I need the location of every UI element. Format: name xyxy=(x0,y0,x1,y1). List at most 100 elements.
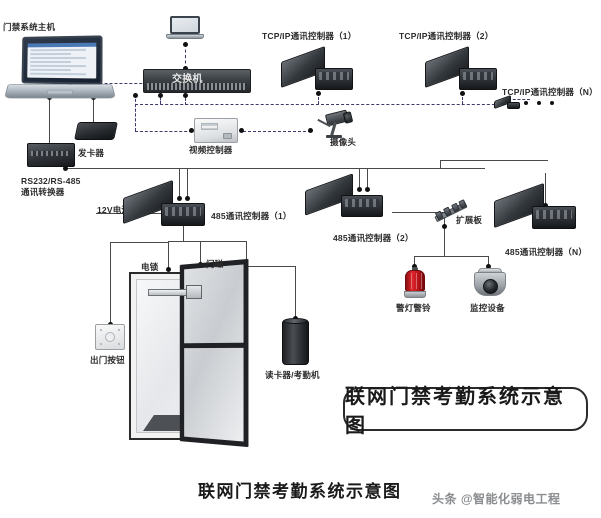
converter-terminals xyxy=(30,151,72,157)
controller-terminals xyxy=(345,198,379,208)
node-switch-out-b xyxy=(158,93,163,98)
controller-box xyxy=(341,195,383,217)
app-row xyxy=(30,68,71,72)
wire-to-magnet xyxy=(200,241,201,264)
network-switch xyxy=(143,69,251,93)
controller-box xyxy=(315,68,353,90)
app-row xyxy=(30,72,87,76)
node-video-out xyxy=(239,128,244,133)
node-c485-1-a xyxy=(177,196,182,201)
wire-to-lock xyxy=(168,241,169,269)
camera-mount-base xyxy=(326,135,342,138)
rs485-controller-2 xyxy=(305,173,383,220)
node-c485-2-a xyxy=(357,187,362,192)
bullet-camera xyxy=(312,109,354,142)
app-row xyxy=(30,60,71,64)
label-door-magnet: 门磁 xyxy=(206,259,224,269)
node-dome xyxy=(486,264,491,269)
alarm-rib xyxy=(411,273,412,289)
label-expansion-board: 扩展板 xyxy=(456,215,483,225)
node-c485-1-b xyxy=(185,196,190,201)
diagram-title-pill: 联网门禁考勤系统示意图 xyxy=(343,386,588,437)
tcpip-controller-2 xyxy=(425,44,497,94)
wire-video-to-camera xyxy=(243,131,311,132)
wire-c485-2-to-exp xyxy=(392,212,444,213)
wire-switch-drop-a xyxy=(160,94,161,104)
controller-terminals xyxy=(165,206,201,216)
camera-lens xyxy=(342,111,354,124)
tcpip-controller-n xyxy=(494,94,520,112)
app-titlebar xyxy=(27,42,97,48)
node-alarm xyxy=(412,264,417,269)
dome-lens xyxy=(483,279,498,294)
node-video-in xyxy=(189,128,194,133)
label-monitoring-device: 监控设备 xyxy=(470,303,505,313)
tcpip-controller-1 xyxy=(281,44,353,94)
wire-host-to-switch xyxy=(70,83,162,84)
alarm-base xyxy=(404,291,426,298)
video-controller xyxy=(194,118,238,143)
wire-to-video-controller xyxy=(135,131,197,132)
laptop-base xyxy=(4,84,116,99)
alarm-light-bell xyxy=(404,267,426,299)
laptop-screen xyxy=(21,35,103,85)
app-row xyxy=(30,56,87,60)
exit-button[interactable] xyxy=(95,324,125,350)
alarm-rib xyxy=(421,273,422,289)
client-laptop-screen xyxy=(170,16,200,34)
wire-to-reader xyxy=(295,266,296,318)
client-laptop-base xyxy=(166,34,204,39)
wire-door-bus xyxy=(168,241,246,242)
label-tcpip-controller-2: TCP/IP通讯控制器（2） xyxy=(399,31,494,41)
alarm-cap xyxy=(412,267,418,271)
label-rs485-controller-n: 485通讯控制器（N） xyxy=(505,247,588,257)
node-switch-top xyxy=(183,66,188,71)
watermark: 头条 @智能化弱电工程 xyxy=(432,492,561,506)
controller-terminals xyxy=(536,209,572,219)
switch-ports xyxy=(147,83,247,90)
controller-box xyxy=(161,203,205,226)
wire-tcp2-drop xyxy=(462,93,463,104)
wire-to-exit-button xyxy=(110,260,111,324)
client-laptop xyxy=(166,16,204,42)
wire-c485-1-down xyxy=(183,222,184,241)
node-c485-2-b xyxy=(365,187,370,192)
node-tcp2 xyxy=(460,91,465,96)
exit-button-screw xyxy=(100,343,102,345)
wire-host-to-issuer xyxy=(93,97,94,122)
wire-tcp1-drop xyxy=(318,93,319,104)
wire-exit-corner xyxy=(110,242,111,260)
wire-switch-bus-top xyxy=(135,104,515,105)
label-host: 门禁系统主机 xyxy=(3,22,56,32)
label-tcpip-controller-1: TCP/IP通讯控制器（1） xyxy=(262,31,357,41)
label-camera: 摄像头 xyxy=(330,137,357,147)
exit-button-switch[interactable] xyxy=(105,332,115,342)
node-exp-board xyxy=(442,224,447,229)
wire-bus-to-c485-n xyxy=(545,173,546,205)
node-camera-in xyxy=(308,128,313,133)
label-card-issuer: 发卡器 xyxy=(78,148,105,158)
app-row xyxy=(30,52,71,56)
node-lock xyxy=(166,267,171,272)
exit-button-screw xyxy=(100,329,102,331)
label-alarm-light-bell: 警灯警铃 xyxy=(396,303,431,313)
wire-reader-branch xyxy=(246,241,247,266)
label-switch: 交换机 xyxy=(172,74,203,85)
node-converter-out xyxy=(63,166,68,171)
label-rs485-controller-1: 485通讯控制器（1） xyxy=(211,211,292,221)
wire-to-tcpn xyxy=(508,99,530,100)
wire-bus-to-c485-1a xyxy=(179,168,180,199)
node-switch-out-a xyxy=(133,93,138,98)
wire-switch-drop-b xyxy=(185,94,186,105)
laptop-screen-app xyxy=(27,42,97,79)
rs485-controller-n xyxy=(494,182,576,232)
electric-lock-plate xyxy=(186,285,202,299)
app-row xyxy=(30,64,87,68)
controller-terminals xyxy=(462,71,494,81)
label-12v-power: 12V电源 xyxy=(97,205,131,215)
monitoring-dome-camera xyxy=(474,268,506,298)
wire-reader-horiz xyxy=(246,266,295,267)
app-row xyxy=(30,48,87,52)
card-reader-top xyxy=(283,318,308,324)
tcpip-controller-ellipsis xyxy=(524,101,554,105)
